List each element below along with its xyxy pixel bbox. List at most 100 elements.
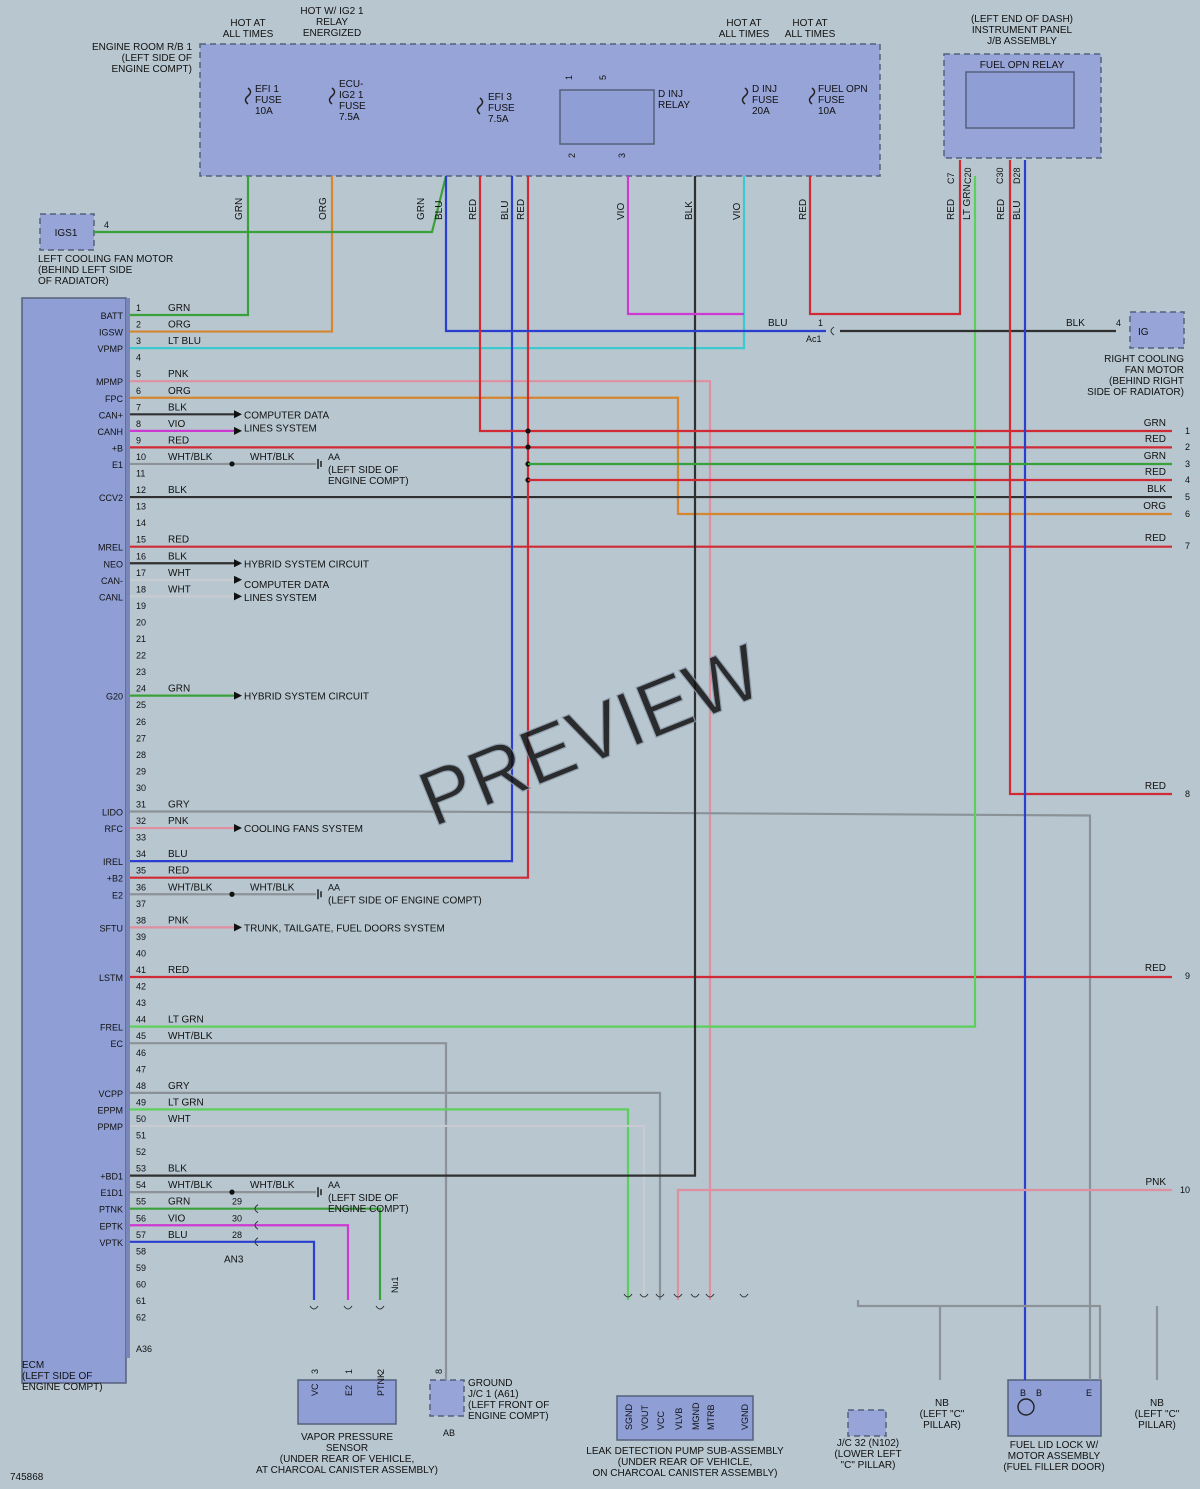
nb-label: (LEFT "C" <box>1135 1409 1180 1420</box>
ecm-pin-strip <box>126 298 130 1358</box>
ecm-pin-name: PPMP <box>97 1122 123 1132</box>
left-fan-label: LEFT COOLING FAN MOTOR <box>38 254 173 265</box>
pump-pin: VOUT <box>640 1404 650 1430</box>
ecm-pin-number: 54 <box>136 1180 146 1190</box>
ref-hybrid: HYBRID SYSTEM CIRCUIT <box>244 692 369 703</box>
connector-mark <box>254 1220 259 1230</box>
wire-color-label: RED <box>468 199 479 220</box>
wire-color-label: BLU <box>768 318 787 329</box>
fuse-label: 10A <box>818 106 836 117</box>
wire-color-label: RED <box>1145 781 1166 792</box>
ecm-pin-number: 31 <box>136 800 146 810</box>
wire-color-label: PNK <box>168 915 189 926</box>
wire-color-label: WHT/BLK <box>250 452 295 463</box>
wire-color-label: RED <box>168 535 189 546</box>
ecm-pin-name: EC <box>110 1039 123 1049</box>
fuse-label: FUSE <box>818 95 845 106</box>
wire-color-label: BLU <box>1012 201 1023 220</box>
wire-vptk <box>130 1240 316 1300</box>
ecm-pin-name: MREL <box>98 543 123 553</box>
ecm-pin-name: CCV2 <box>99 493 123 503</box>
fuse-icon <box>476 97 484 115</box>
ecm-label: ECM <box>22 1360 44 1371</box>
pin-number: 1 <box>818 318 823 328</box>
joint-label: Nu1 <box>390 1276 400 1293</box>
fuel-lid-pin: B <box>1020 1388 1026 1398</box>
ecm-pin-name: E1 <box>112 460 123 470</box>
ecm-pin-number: 33 <box>136 833 146 843</box>
ref-computer-data: LINES SYSTEM <box>244 593 317 604</box>
wire-ptnk <box>130 1207 382 1300</box>
ecm-pin-number: 45 <box>136 1031 146 1041</box>
jc32-box <box>847 1409 887 1437</box>
wire-color-label: BLK <box>684 201 695 220</box>
wire-color-label: WHT <box>168 584 191 595</box>
wire-batt <box>130 176 250 317</box>
output-number: 8 <box>1185 789 1190 799</box>
ecm-pin-number: 3 <box>136 336 141 346</box>
ground-jc-label: J/C 1 (A61) <box>468 1389 519 1400</box>
ecm-pin-number: 38 <box>136 915 146 925</box>
wire-color-label: VIO <box>168 419 185 430</box>
hot-note: RELAY <box>316 17 348 28</box>
fuse-label: FUSE <box>339 101 366 112</box>
connector-mark <box>309 1305 319 1310</box>
ecm-pin-name: E1D1 <box>100 1188 123 1198</box>
ecm-box <box>21 297 127 1384</box>
ecm-pin-number: 30 <box>136 783 146 793</box>
ground-location: (LEFT SIDE OF <box>328 465 398 476</box>
arrow-icon <box>234 824 242 833</box>
fuse-icon <box>244 87 252 105</box>
ecm-pin-number: 18 <box>136 584 146 594</box>
fuse-icon <box>328 87 336 105</box>
vapor-sensor-label: AT CHARCOAL CANISTER ASSEMBLY) <box>256 1465 438 1476</box>
wire-color-label: LT GRN <box>168 1015 204 1026</box>
ecm-pin-number: 14 <box>136 518 146 528</box>
pin-number: 30 <box>232 1213 242 1223</box>
wire-c30 <box>1008 160 1172 796</box>
left-fan-label: (BEHIND LEFT SIDE <box>38 265 133 276</box>
right-fan-connector-label: IG <box>1138 327 1149 338</box>
hot-note: HOT AT <box>230 18 265 29</box>
ecm-pin-name: G20 <box>106 692 123 702</box>
ecm-pin-number: 58 <box>136 1246 146 1256</box>
output-number: 7 <box>1185 541 1190 551</box>
ecm-pin-number: 17 <box>136 568 146 578</box>
wire-efi3 <box>478 176 1172 433</box>
ecm-pin-number: 32 <box>136 816 146 826</box>
ref-computer-data: COMPUTER DATA <box>244 410 330 421</box>
ecm-pin-name: PTNK <box>99 1205 123 1215</box>
ecm-pin-number: 50 <box>136 1114 146 1124</box>
connector-mark <box>739 1293 749 1298</box>
ecm-pin-number: 25 <box>136 700 146 710</box>
ecm-pin-number: 22 <box>136 651 146 661</box>
leak-pump-label: ON CHARCOAL CANISTER ASSEMBLY) <box>592 1468 777 1479</box>
wire-vcpp <box>130 1091 662 1300</box>
right-fan-connector <box>1129 311 1185 349</box>
sensor-pin: E2 <box>344 1385 354 1396</box>
jb-pin: C7 <box>946 172 956 184</box>
ecm-pin-name: IREL <box>103 857 123 867</box>
ecm-pin-number: 11 <box>136 469 145 479</box>
connector-mark <box>343 1305 353 1310</box>
motor-icon <box>1017 1398 1035 1416</box>
relay-pin: 2 <box>567 153 577 158</box>
wire-color-label: VIO <box>732 203 743 220</box>
fuse-label: EFI 1 <box>255 84 279 95</box>
wire-vpmp <box>130 176 746 350</box>
wire-color-label: RED <box>516 199 527 220</box>
connector-mark <box>690 1293 700 1298</box>
wire-color-label: WHT/BLK <box>168 452 213 463</box>
ecm-pin-name: +B <box>112 443 123 453</box>
ecm-pin-number: 21 <box>136 634 146 644</box>
pin-number: 4 <box>1116 318 1121 328</box>
wire-color-label: GRN <box>168 303 190 314</box>
wire-color-label: RED <box>1145 963 1166 974</box>
wire-color-label: GRN <box>1144 451 1166 462</box>
ecm-pin-number: 16 <box>136 551 146 561</box>
fuse-label: EFI 3 <box>488 92 512 103</box>
wire-color-label: RED <box>1145 533 1166 544</box>
pump-pin: SGND <box>624 1403 634 1430</box>
wire-color-label: ORG <box>168 320 191 331</box>
arrow-icon <box>234 559 242 568</box>
